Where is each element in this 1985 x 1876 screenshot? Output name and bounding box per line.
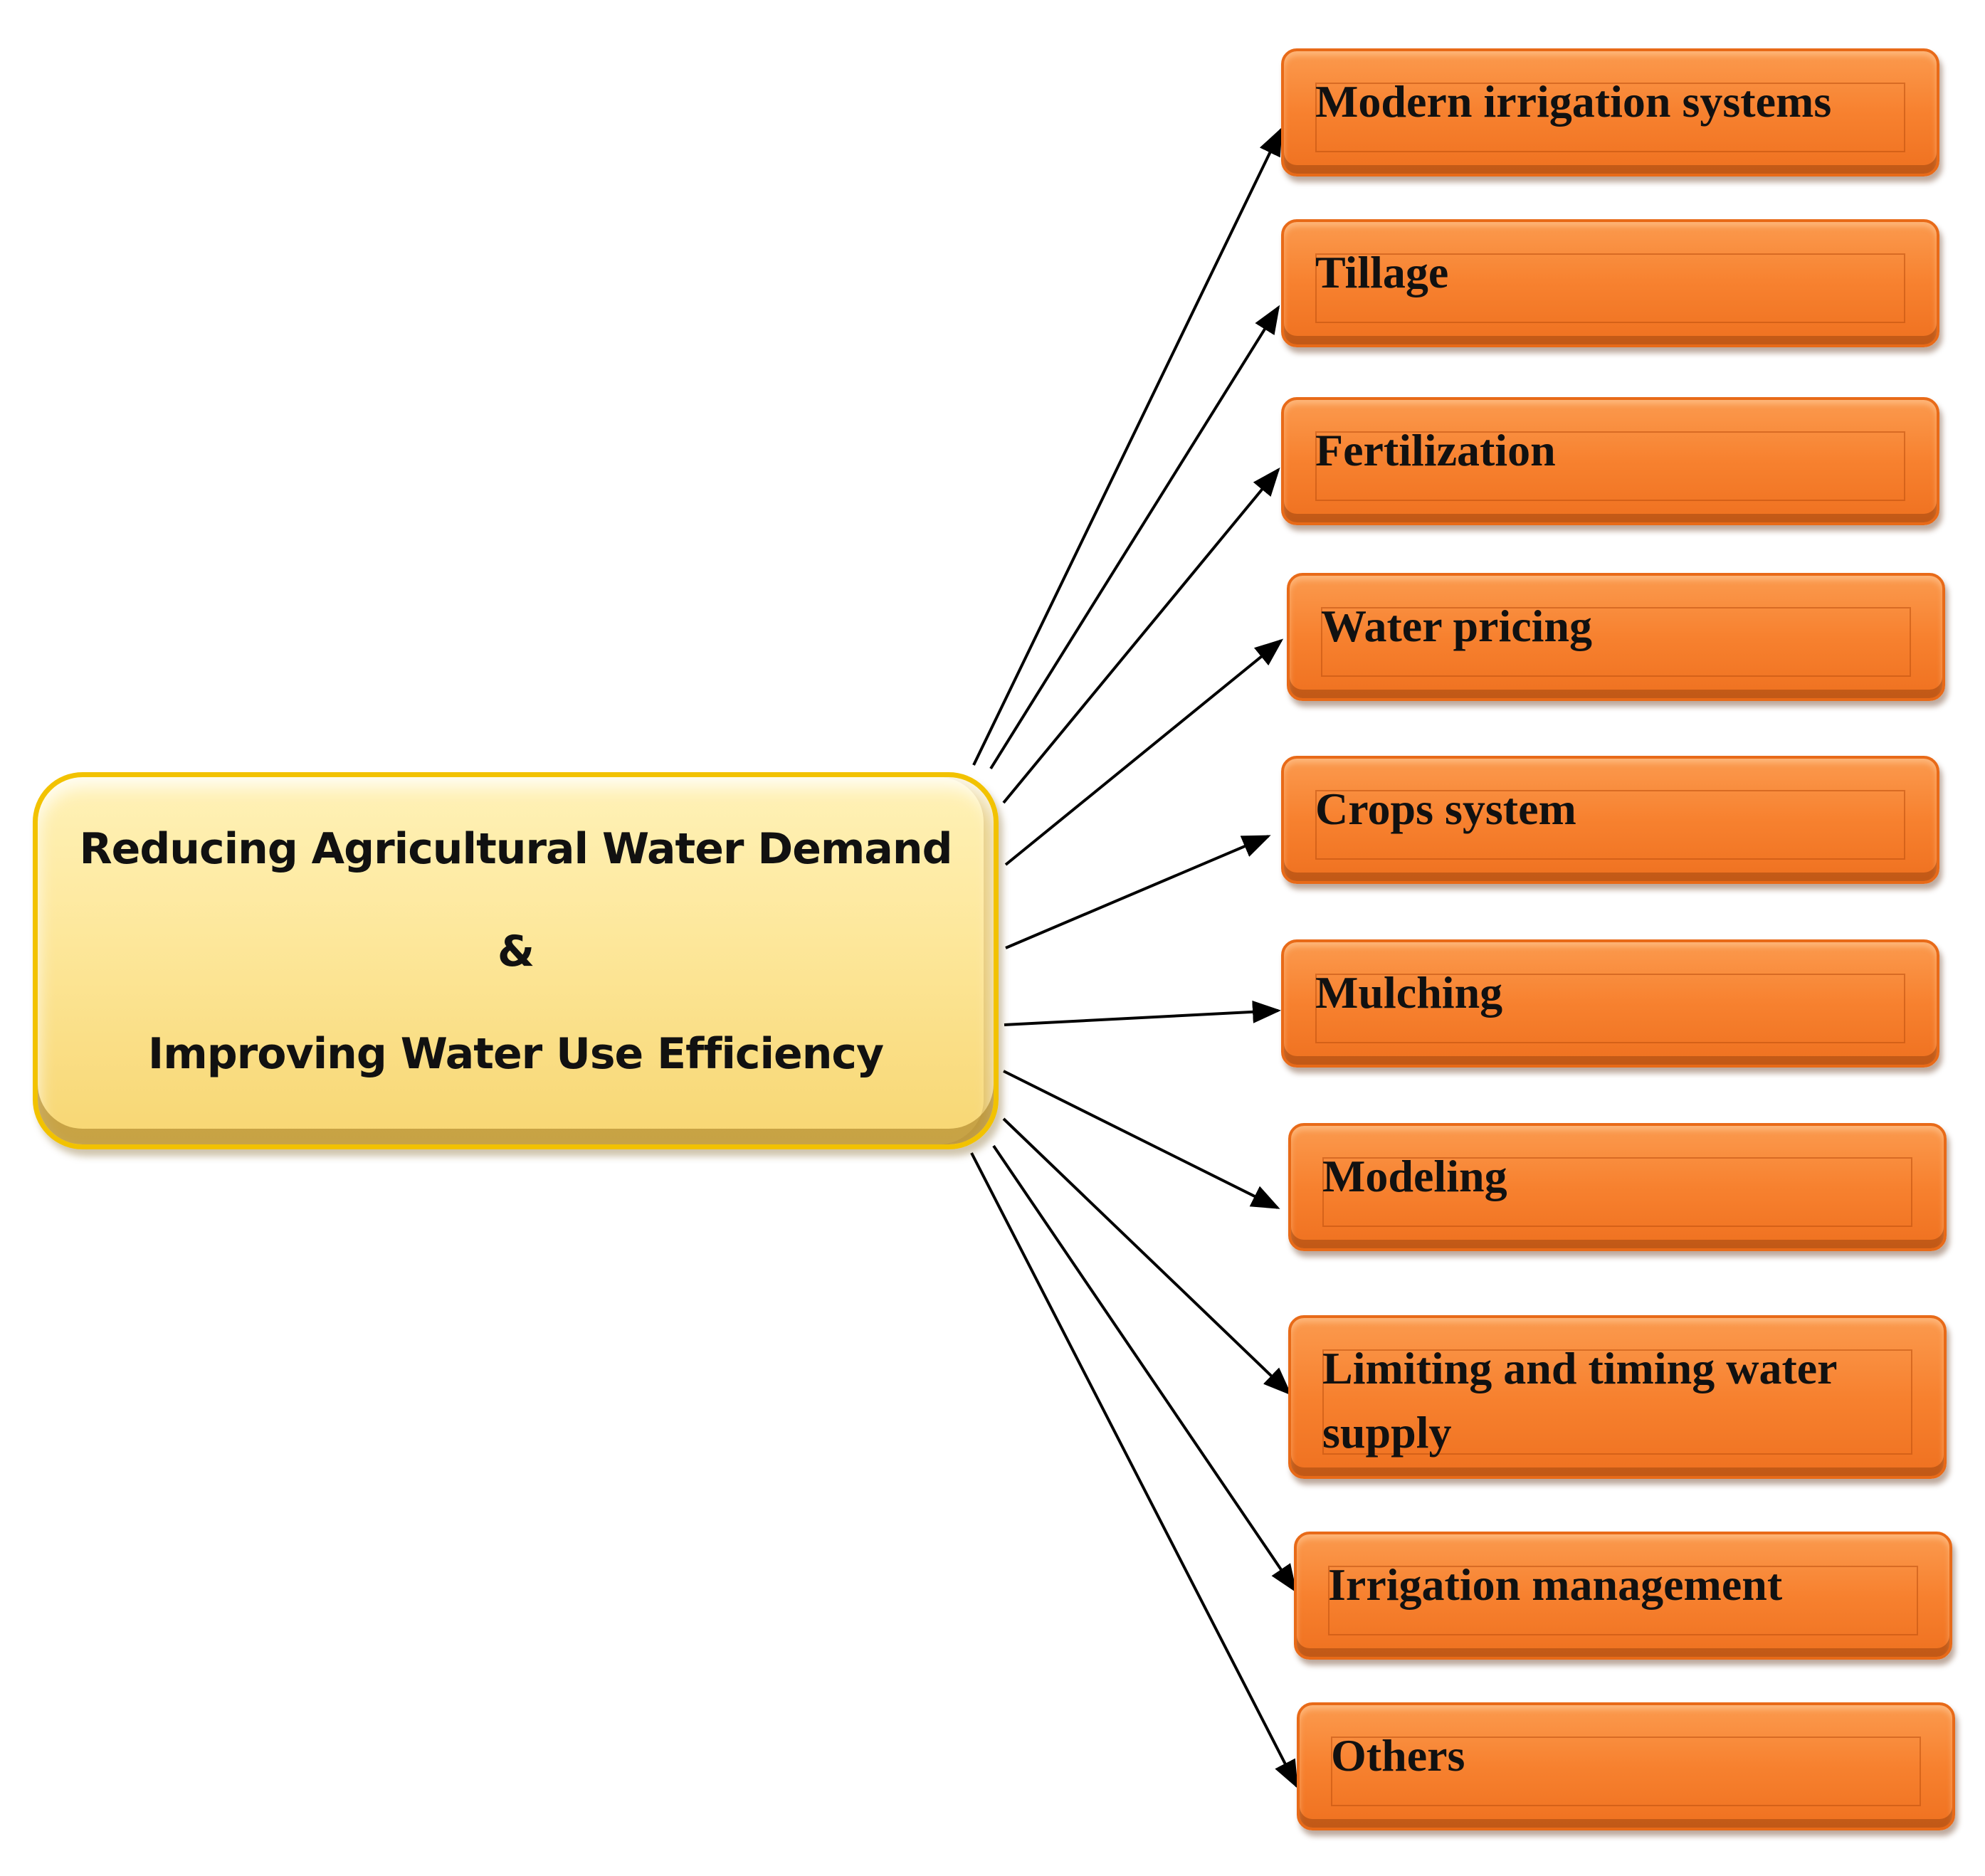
branch-label: Tillage [1315, 247, 1449, 297]
central-topic-box: Reducing Agricultural Water Demand & Imp… [33, 772, 999, 1149]
connector-arrow-7 [1003, 1070, 1280, 1209]
connector-arrow-4 [1004, 638, 1284, 866]
central-topic-ampersand: & [497, 927, 535, 976]
branch-box-mulching: Mulching [1281, 939, 1939, 1068]
branch-label: Irrigation management [1328, 1559, 1783, 1610]
branch-box-limiting-and-timing-water-supply: Limiting and timing water supply [1288, 1315, 1947, 1479]
connector-arrow-8 [1002, 1117, 1292, 1396]
branch-box-fertilization: Fertilization [1281, 397, 1939, 525]
connector-arrow-3 [1002, 467, 1280, 804]
branch-inner-frame [1315, 790, 1905, 860]
branch-box-others: Others [1297, 1702, 1955, 1830]
branch-label: Mulching [1315, 967, 1503, 1018]
branch-inner-frame [1331, 1737, 1921, 1806]
branch-label: Water pricing [1321, 601, 1592, 651]
branch-label: Crops system [1315, 784, 1576, 834]
connector-arrow-1 [972, 127, 1283, 766]
branch-inner-frame [1315, 974, 1905, 1043]
branch-inner-frame [1321, 607, 1911, 677]
connector-arrow-6 [1004, 1000, 1281, 1026]
connector-arrow-10 [970, 1152, 1298, 1789]
branch-box-modeling: Modeling [1288, 1123, 1947, 1251]
connector-arrow-2 [989, 305, 1280, 770]
branch-inner-frame [1315, 253, 1905, 323]
branch-inner-frame [1315, 83, 1905, 152]
branch-inner-frame [1322, 1157, 1912, 1227]
branch-label: Modern irrigation systems [1315, 76, 1832, 127]
branch-label: Fertilization [1315, 425, 1556, 475]
branch-label: Limiting and timing water supply [1322, 1343, 1837, 1458]
branch-inner-frame [1328, 1566, 1918, 1635]
branch-box-tillage: Tillage [1281, 219, 1939, 347]
connector-arrow-5 [1005, 835, 1271, 949]
branch-box-irrigation-management: Irrigation management [1294, 1532, 1952, 1660]
branch-inner-frame [1315, 431, 1905, 501]
branch-label: Modeling [1322, 1151, 1507, 1201]
connector-arrow-9 [992, 1144, 1297, 1593]
central-topic-line-1: Reducing Agricultural Water Demand [79, 824, 952, 874]
branch-inner-frame [1322, 1349, 1912, 1455]
branch-box-crops-system: Crops system [1281, 756, 1939, 884]
central-topic-line-3: Improving Water Use Efficiency [147, 1029, 884, 1079]
branch-label: Others [1331, 1730, 1465, 1781]
branch-box-modern-irrigation-systems: Modern irrigation systems [1281, 48, 1939, 176]
branch-box-water-pricing: Water pricing [1287, 573, 1945, 701]
